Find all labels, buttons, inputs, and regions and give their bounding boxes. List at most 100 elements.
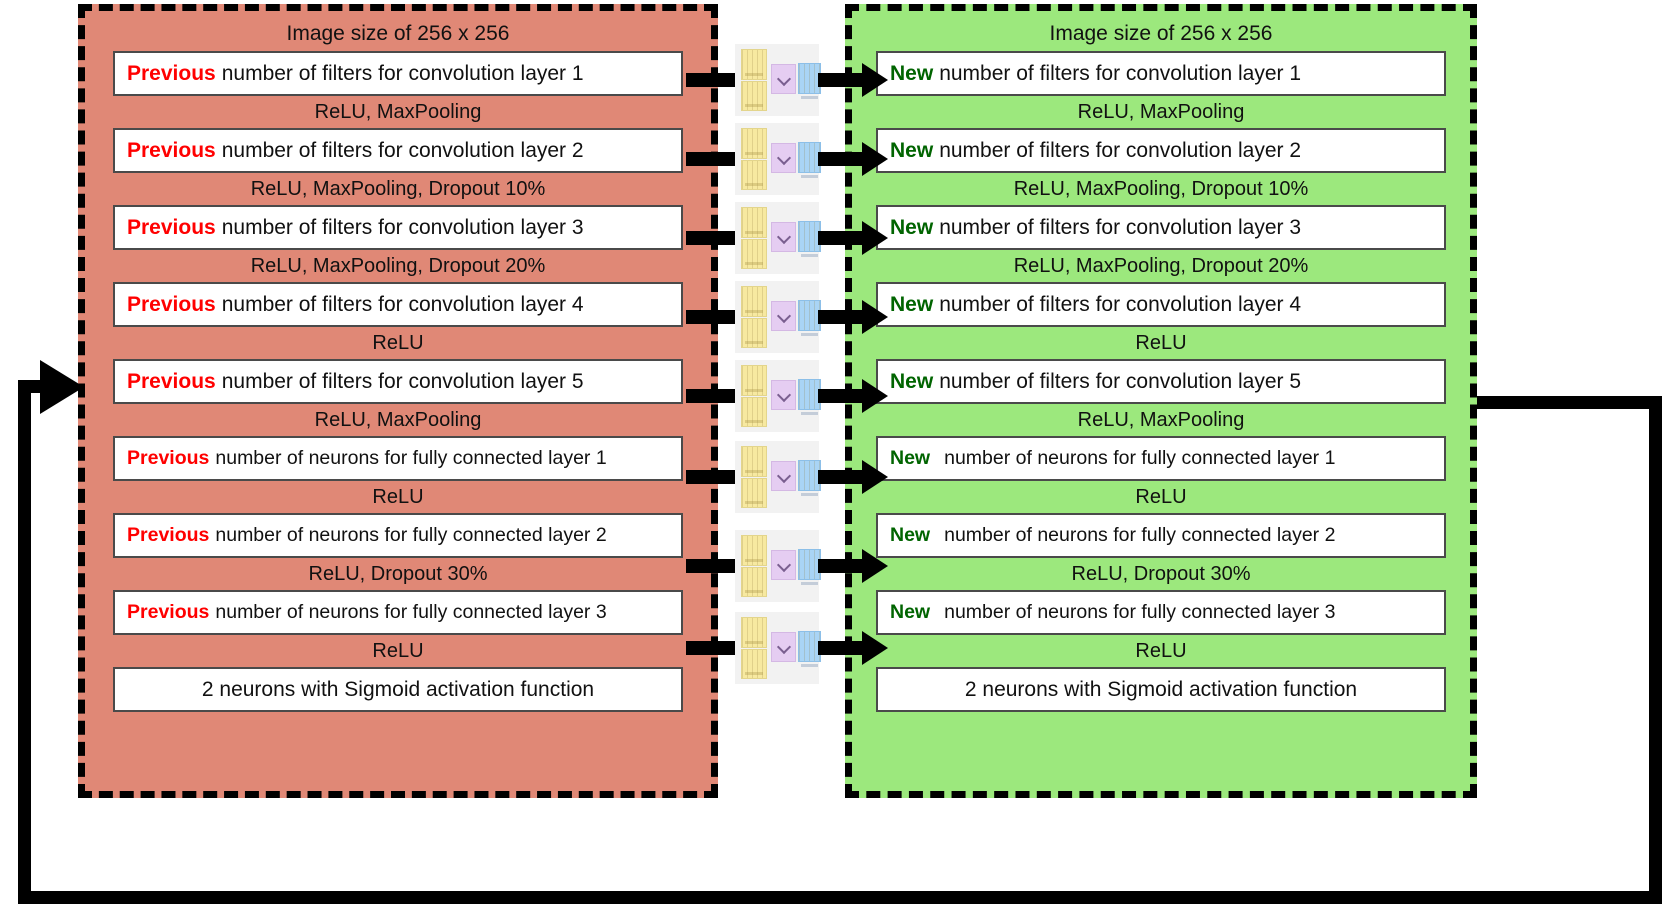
widget-yellow-panel-bottom xyxy=(741,81,767,111)
transform-arrow-shaft-left xyxy=(686,231,736,245)
widget-purple-panel xyxy=(771,64,796,94)
new-layer-box-7: New number of neurons for fully connected… xyxy=(876,513,1446,558)
previous-layer-text: number of filters for convolution layer … xyxy=(221,292,584,316)
new-op-5: ReLU, MaxPooling xyxy=(1077,409,1245,431)
widget-purple-panel xyxy=(771,632,796,662)
widget-yellow-panel-top xyxy=(741,365,767,396)
previous-keyword: Previous xyxy=(127,601,210,623)
transform-arrow-shaft-left xyxy=(686,470,736,484)
transform-arrow-head xyxy=(862,300,888,334)
transform-arrow-shaft-right xyxy=(818,389,866,403)
previous-keyword: Previous xyxy=(127,138,216,162)
chevron-down-icon xyxy=(776,639,791,655)
chevron-down-icon xyxy=(776,229,791,245)
previous-keyword: Previous xyxy=(127,61,216,85)
chevron-down-icon xyxy=(776,557,791,573)
widget-yellow-panel-top xyxy=(741,207,767,238)
chevron-down-icon xyxy=(776,308,791,324)
previous-layer-text: number of neurons for fully connected la… xyxy=(215,447,607,469)
widget-blue-panel xyxy=(798,300,821,336)
widget-yellow-panel-top xyxy=(741,49,767,80)
transform-arrow-head xyxy=(862,460,888,494)
previous-layer-text: number of neurons for fully connected la… xyxy=(215,601,607,623)
transform-arrow-shaft-right xyxy=(818,73,866,87)
widget-yellow-panel-bottom xyxy=(741,318,767,348)
transform-arrow-shaft-left xyxy=(686,310,736,324)
previous-op-1: ReLU, MaxPooling xyxy=(314,101,482,123)
tuning-widget-icon[interactable] xyxy=(735,123,821,195)
new-keyword: New xyxy=(890,61,934,85)
widget-yellow-panel-top xyxy=(741,535,767,566)
transform-arrow-shaft-right xyxy=(818,231,866,245)
previous-op-8: ReLU xyxy=(372,640,424,662)
new-keyword: New xyxy=(890,524,931,546)
transform-arrow-shaft-left xyxy=(686,389,736,403)
widget-blue-panel xyxy=(798,63,821,99)
widget-yellow-panel-bottom xyxy=(741,239,767,269)
tuning-widget-icon[interactable] xyxy=(735,612,821,684)
new-layer-text: number of filters for convolution layer … xyxy=(939,215,1302,239)
previous-keyword: Previous xyxy=(127,369,216,393)
tuning-widget-icon[interactable] xyxy=(735,44,821,116)
chevron-down-icon xyxy=(776,150,791,166)
transform-arrow-head xyxy=(862,142,888,176)
previous-keyword: Previous xyxy=(127,292,216,316)
widget-purple-panel xyxy=(771,143,796,173)
transform-arrow-shaft-right xyxy=(818,559,866,573)
widget-purple-panel xyxy=(771,222,796,252)
transform-arrow-shaft-left xyxy=(686,73,736,87)
new-layer-text: number of filters for convolution layer … xyxy=(939,138,1302,162)
new-panel-header: Image size of 256 x 256 xyxy=(1049,22,1273,45)
widget-yellow-panel-bottom xyxy=(741,397,767,427)
previous-keyword: Previous xyxy=(127,524,210,546)
previous-layer-text: number of filters for convolution layer … xyxy=(221,369,584,393)
transform-arrow-head xyxy=(862,549,888,583)
new-layer-text: number of filters for convolution layer … xyxy=(939,292,1302,316)
previous-keyword: Previous xyxy=(127,447,210,469)
tuning-widget-icon[interactable] xyxy=(735,360,821,432)
widget-blue-panel xyxy=(798,379,821,415)
widget-purple-panel xyxy=(771,380,796,410)
tuning-widget-icon[interactable] xyxy=(735,281,821,353)
transform-arrow-shaft-left xyxy=(686,152,736,166)
new-op-3: ReLU, MaxPooling, Dropout 20% xyxy=(1013,255,1309,277)
new-keyword: New xyxy=(890,601,931,623)
new-keyword: New xyxy=(890,138,934,162)
previous-keyword: Previous xyxy=(127,215,216,239)
new-op-4: ReLU xyxy=(1135,332,1187,354)
new-op-8: ReLU xyxy=(1135,640,1187,662)
widget-yellow-panel-bottom xyxy=(741,567,767,597)
widget-blue-panel xyxy=(798,142,821,178)
previous-layer-text: number of filters for convolution layer … xyxy=(221,215,584,239)
transform-arrow-head xyxy=(862,379,888,413)
previous-output-box: 2 neurons with Sigmoid activation functi… xyxy=(113,667,683,712)
previous-op-4: ReLU xyxy=(372,332,424,354)
tuning-widget-icon[interactable] xyxy=(735,441,821,513)
transform-arrow-head xyxy=(862,221,888,255)
widget-yellow-panel-top xyxy=(741,617,767,648)
transform-arrow-shaft-right xyxy=(818,641,866,655)
feedback-loop-right-top xyxy=(1472,396,1662,409)
new-layer-text: number of neurons for fully connected la… xyxy=(944,524,1336,546)
widget-yellow-panel-top xyxy=(741,286,767,317)
feedback-loop-bottom xyxy=(18,891,1662,904)
chevron-down-icon xyxy=(776,387,791,403)
new-op-1: ReLU, MaxPooling xyxy=(1077,101,1245,123)
transform-arrow-shaft-left xyxy=(686,559,736,573)
tuning-widget-icon[interactable] xyxy=(735,202,821,274)
new-keyword: New xyxy=(890,369,934,393)
widget-yellow-panel-top xyxy=(741,128,767,159)
transform-arrow-shaft-right xyxy=(818,310,866,324)
tuning-widget-icon[interactable] xyxy=(735,530,821,602)
widget-purple-panel xyxy=(771,461,796,491)
